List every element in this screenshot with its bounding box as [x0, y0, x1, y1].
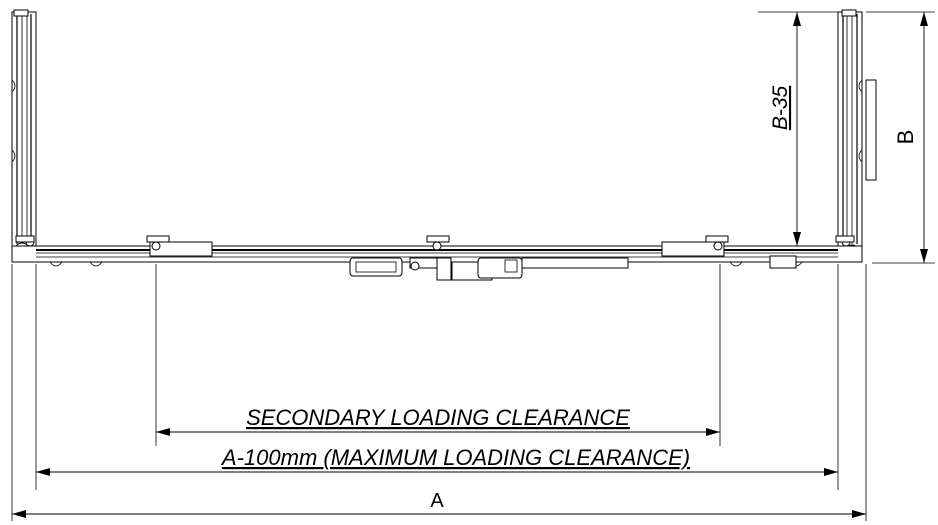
dimension-b-35-label: B-35: [769, 86, 792, 131]
dimension-b-35: B-35: [758, 11, 838, 246]
secondary-clearance-label: SECONDARY LOADING CLEARANCE: [246, 405, 630, 430]
dimension-a-label: A: [430, 490, 444, 512]
maximum-clearance-label: A-100mm (MAXIMUM LOADING CLEARANCE): [220, 445, 690, 470]
door-rollers: [15, 235, 855, 251]
dimension-b: B: [866, 11, 935, 264]
right-side-panel: [837, 9, 877, 263]
left-side-panel: [11, 9, 37, 263]
dimension-maximum-clearance: A-100mm (MAXIMUM LOADING CLEARANCE): [36, 445, 838, 476]
dimension-secondary-clearance: SECONDARY LOADING CLEARANCE: [156, 405, 720, 436]
extension-lines: [11, 264, 867, 521]
door-handle-assembly: [349, 257, 629, 281]
dimension-a: A: [12, 490, 866, 518]
dimension-b-label: B: [893, 130, 918, 145]
